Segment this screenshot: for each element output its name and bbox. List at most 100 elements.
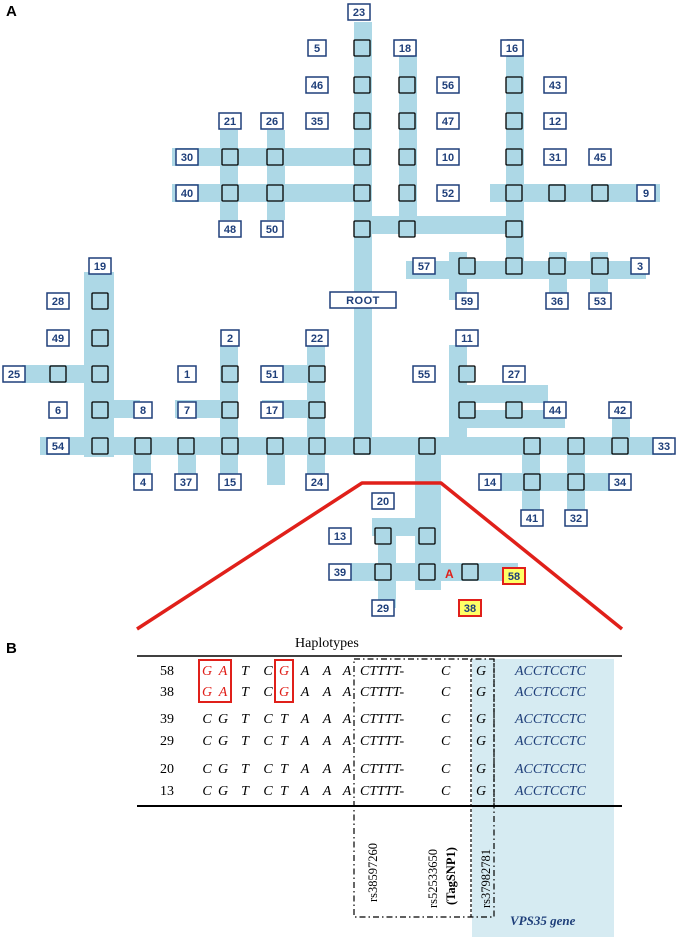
node-label-36: 36 — [545, 292, 569, 310]
haplotype-id: 39 — [160, 712, 174, 727]
snp-group-3: G — [476, 762, 487, 777]
snp-group-1: CTTTT- — [360, 712, 405, 727]
network-node — [523, 473, 541, 491]
base-letter: A — [322, 784, 332, 799]
svg-text:9: 9 — [643, 188, 649, 200]
node-label-47: 47 — [436, 112, 460, 130]
base-letter: T — [241, 685, 249, 700]
network-node — [308, 437, 326, 455]
node-label-38: 38 — [458, 599, 482, 617]
network-node — [567, 473, 585, 491]
svg-text:25: 25 — [8, 369, 20, 381]
network-node — [353, 184, 371, 202]
base-letter: A — [300, 734, 310, 749]
network-node — [458, 365, 476, 383]
base-letter: T — [241, 762, 249, 777]
node-label-45: 45 — [588, 148, 612, 166]
svg-text:45: 45 — [594, 152, 606, 164]
node-label-54: 54 — [46, 437, 70, 455]
node-label-13: 13 — [328, 527, 352, 545]
node-label-37: 37 — [174, 473, 198, 491]
svg-text:19: 19 — [94, 261, 106, 273]
svg-text:42: 42 — [614, 405, 626, 417]
network-node — [308, 401, 326, 419]
root-node: ROOT — [329, 291, 397, 309]
svg-text:36: 36 — [551, 296, 563, 308]
node-label-53: 53 — [588, 292, 612, 310]
svg-text:31: 31 — [549, 152, 561, 164]
node-label-21: 21 — [218, 112, 242, 130]
network-node — [266, 148, 284, 166]
base-letter: G — [217, 784, 229, 799]
base-letter: C — [263, 762, 273, 777]
network-node — [91, 365, 109, 383]
svg-text:18: 18 — [399, 43, 411, 55]
network-node — [177, 437, 195, 455]
network-node — [567, 437, 585, 455]
node-label-43: 43 — [543, 76, 567, 94]
svg-text:14: 14 — [484, 477, 497, 489]
base-letter: A — [342, 685, 352, 700]
node-label-19: 19 — [88, 257, 112, 275]
node-label-12: 12 — [543, 112, 567, 130]
network-node — [398, 220, 416, 238]
svg-text:20: 20 — [377, 496, 389, 508]
network-node — [221, 184, 239, 202]
gene-label: VPS35 gene — [510, 913, 576, 928]
gene-sequence: ACCTCCTC — [515, 762, 586, 777]
base-letter: T — [280, 712, 288, 727]
base-letter: A — [342, 712, 352, 727]
base-letter: A — [342, 784, 352, 799]
node-label-1: 1 — [177, 365, 197, 383]
base-letter: C — [202, 784, 212, 799]
network-node — [398, 184, 416, 202]
node-label-39: 39 — [328, 563, 352, 581]
node-label-49: 49 — [46, 329, 70, 347]
gene-sequence: ACCTCCTC — [515, 685, 586, 700]
network-node — [458, 401, 476, 419]
network-node — [374, 527, 392, 545]
network-node — [134, 437, 152, 455]
base-letter: C — [263, 784, 273, 799]
base-letter: A — [218, 664, 228, 679]
panel-a-label: A — [6, 3, 17, 20]
base-letter: A — [342, 664, 352, 679]
svg-text:47: 47 — [442, 116, 454, 128]
base-letter: A — [300, 664, 310, 679]
network-node — [353, 220, 371, 238]
network-node — [353, 39, 371, 57]
network-node — [49, 365, 67, 383]
node-label-2: 2 — [220, 329, 240, 347]
haplotype-id: 20 — [160, 762, 174, 777]
node-label-44: 44 — [543, 401, 567, 419]
svg-text:11: 11 — [461, 333, 473, 345]
node-label-57: 57 — [412, 257, 436, 275]
node-label-26: 26 — [260, 112, 284, 130]
base-letter: A — [322, 664, 332, 679]
svg-text:59: 59 — [461, 296, 473, 308]
network-node — [505, 220, 523, 238]
svg-text:34: 34 — [614, 477, 627, 489]
base-letter: C — [202, 712, 212, 727]
snp-group-2: C — [441, 712, 451, 727]
tag-snp-label: (TagSNP1) — [444, 847, 458, 905]
base-letter: G — [201, 664, 213, 679]
network-node — [523, 437, 541, 455]
network-node — [548, 184, 566, 202]
network-node — [548, 257, 566, 275]
svg-text:4: 4 — [140, 477, 147, 489]
svg-text:33: 33 — [658, 441, 670, 453]
node-label-25: 25 — [2, 365, 26, 383]
node-label-10: 10 — [436, 148, 460, 166]
base-letter: G — [278, 685, 290, 700]
snp-name-1: rs38597260 — [366, 842, 380, 902]
gene-sequence: ACCTCCTC — [515, 734, 586, 749]
snp-group-2: C — [441, 734, 451, 749]
svg-text:39: 39 — [334, 567, 346, 579]
node-label-4: 4 — [133, 473, 153, 491]
svg-text:16: 16 — [506, 43, 518, 55]
network-node — [398, 112, 416, 130]
node-label-28: 28 — [46, 292, 70, 310]
base-letter: A — [322, 685, 332, 700]
